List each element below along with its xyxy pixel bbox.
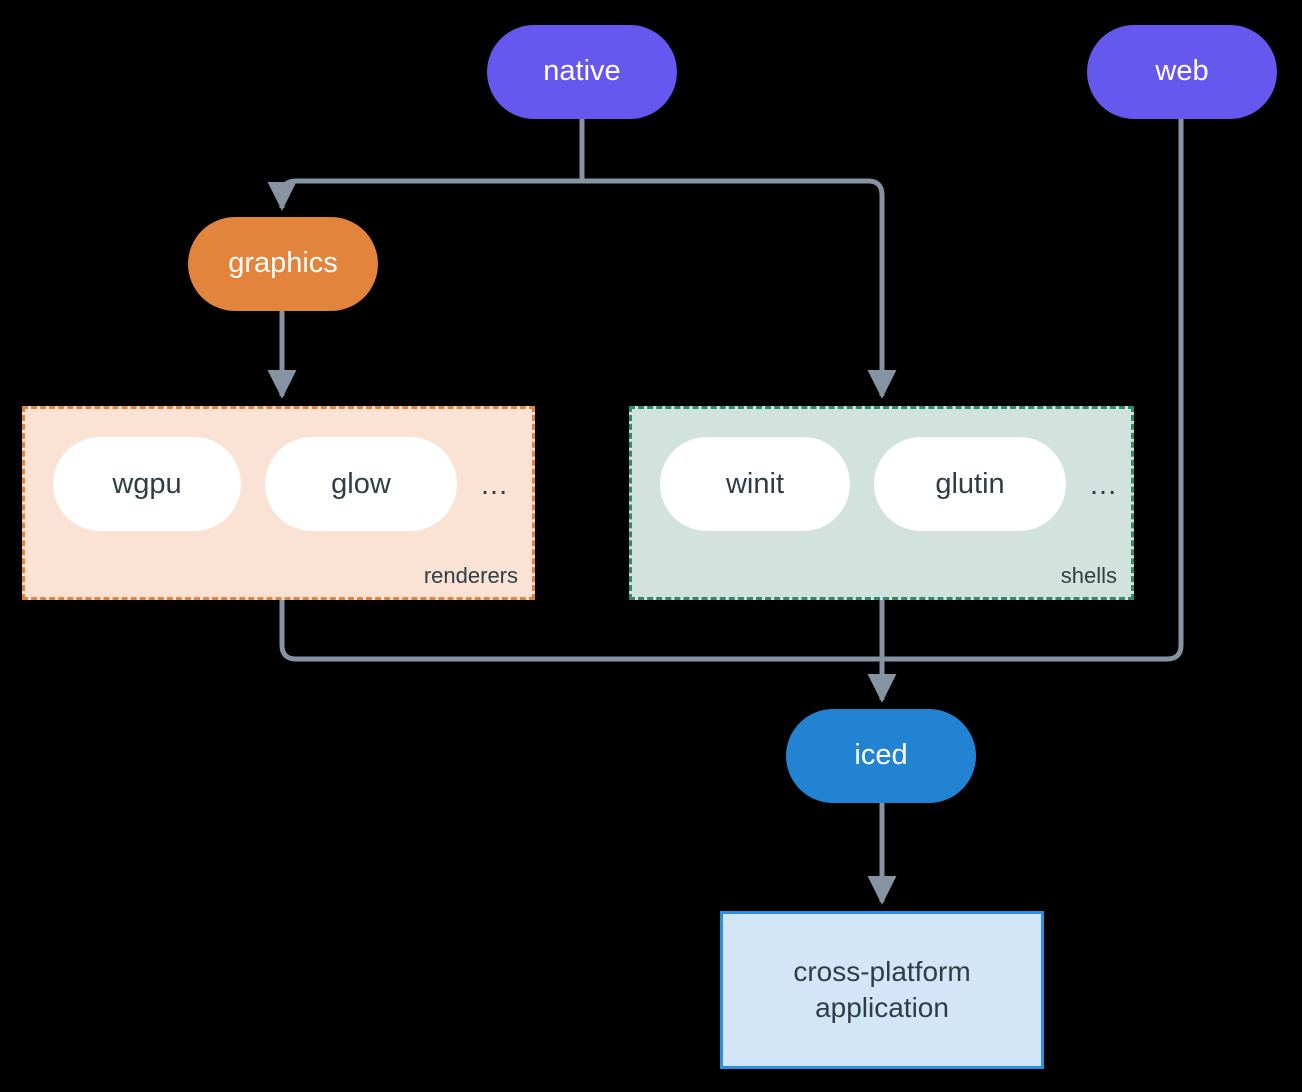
chip-glutin-label: glutin (935, 467, 1005, 500)
renderers-overflow-ellipsis: ... (481, 469, 509, 501)
node-native[interactable]: native (487, 25, 677, 119)
node-application-line1: cross-platform (793, 956, 971, 988)
group-shells-label: shells (1060, 563, 1117, 588)
chip-glow-label: glow (331, 467, 391, 500)
chip-wgpu-label: wgpu (112, 467, 182, 500)
node-application-line2: application (815, 992, 949, 1023)
chip-glow[interactable]: glow (265, 437, 457, 531)
chip-glutin[interactable]: glutin (874, 437, 1066, 531)
node-web[interactable]: web (1087, 25, 1277, 119)
chip-wgpu[interactable]: wgpu (53, 437, 241, 531)
node-iced-label: iced (854, 739, 908, 772)
edge-renderers-to-iced (279, 600, 881, 662)
edge-native-to-graphics (267, 178, 582, 211)
chip-winit-label: winit (725, 467, 784, 500)
group-renderers[interactable]: wgpu glow ... renderers (22, 406, 535, 600)
node-native-label: native (543, 55, 621, 88)
node-application[interactable]: cross-platform application (720, 911, 1044, 1069)
shells-overflow-ellipsis: ... (1090, 469, 1118, 501)
chip-winit[interactable]: winit (660, 437, 850, 531)
node-web-label: web (1155, 55, 1209, 88)
node-iced[interactable]: iced (786, 709, 976, 803)
group-renderers-label: renderers (423, 563, 518, 588)
node-graphics[interactable]: graphics (188, 217, 378, 311)
node-graphics-label: graphics (228, 247, 338, 280)
edge-native-to-shells (582, 178, 897, 399)
group-shells[interactable]: winit glutin ... shells (629, 406, 1134, 600)
